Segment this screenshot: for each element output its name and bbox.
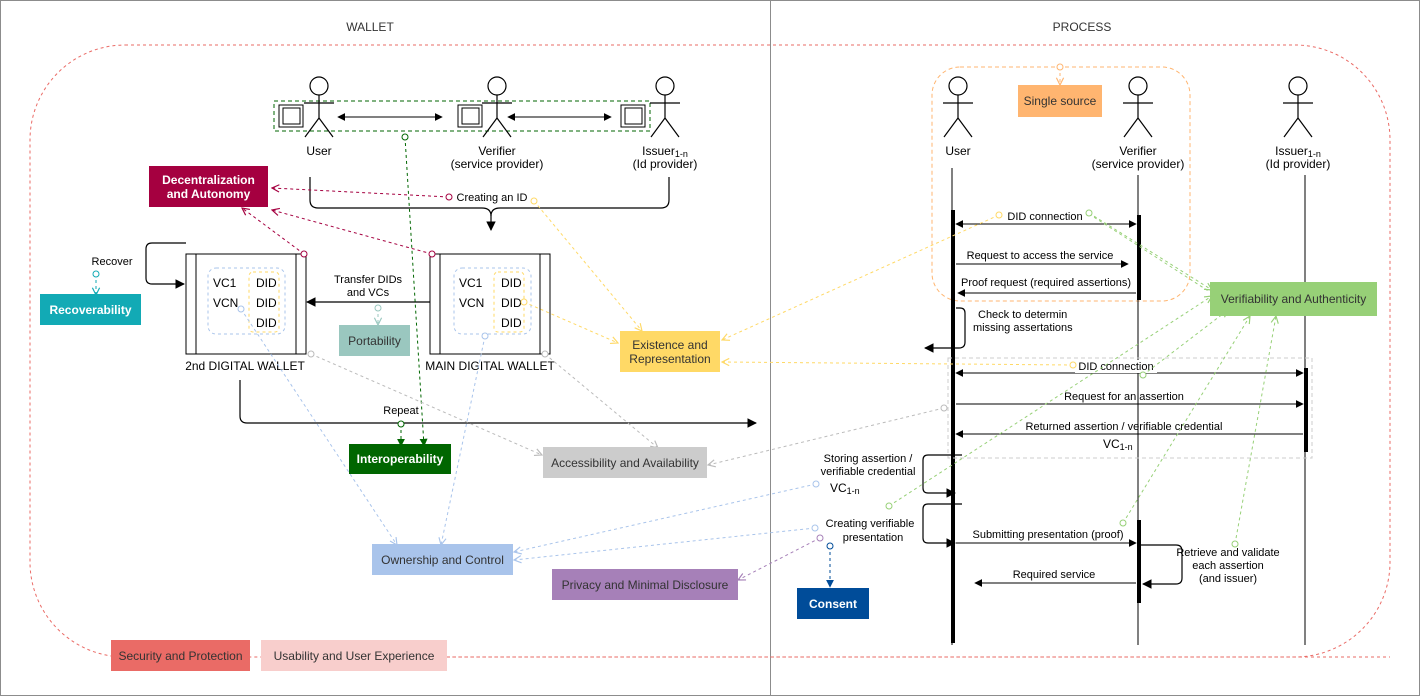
- proof-request-label: Proof request (required assertions): [961, 277, 1131, 289]
- main-wallet-label: MAIN DIGITAL WALLET: [425, 359, 555, 373]
- request-access-label: Request to access the service: [967, 250, 1114, 262]
- interoperability-tag: Interoperability: [349, 444, 451, 474]
- recover-label: Recover: [92, 256, 133, 268]
- did-connection-2-label: DID connection: [1078, 361, 1153, 373]
- did-connection-1-label: DID connection: [1007, 211, 1082, 223]
- main-wallet-vcn: VCN: [459, 296, 484, 310]
- transfer-label-2: and VCs: [347, 287, 390, 299]
- second-wallet-vc1: VC1: [213, 276, 237, 290]
- wallet-panel-title: WALLET: [346, 20, 394, 34]
- repeat-label: Repeat: [383, 405, 418, 417]
- process-panel: [770, 0, 1420, 696]
- transfer-label-1: Transfer DIDs: [334, 274, 403, 286]
- check-label-1: Check to determin: [978, 309, 1067, 321]
- second-wallet: VC1 VCN DID DID DID 2nd DIGITAL WALLET: [185, 253, 307, 373]
- storing-label-1: Storing assertion /: [824, 453, 914, 465]
- second-wallet-did-2: DID: [256, 296, 277, 310]
- process-user-figure: [943, 76, 973, 138]
- wallet-actors-group: User Verifier (service provider) Issuer1…: [273, 76, 698, 171]
- retrieve-label-3: (and issuer): [1199, 573, 1257, 585]
- recover-loop: [145, 242, 186, 289]
- single-source-tag: Single source: [1018, 85, 1102, 117]
- storing-label-2: verifiable credential: [821, 466, 916, 478]
- required-service-label: Required service: [1013, 569, 1096, 581]
- creating-presentation-label-1: Creating verifiable: [826, 518, 915, 530]
- second-wallet-did-1: DID: [256, 276, 277, 290]
- issuer-interaction-box: [947, 357, 1313, 459]
- retrieve-loop: [1141, 544, 1183, 589]
- principle-connectors: [96, 67, 1390, 658]
- retrieve-label-2: each assertion: [1192, 560, 1264, 572]
- creating-presentation-loop: [922, 503, 962, 548]
- wallet-issuer-sublabel: (Id provider): [633, 157, 698, 171]
- wallet-verifier-sublabel: (service provider): [451, 157, 544, 171]
- creating-id-label: Creating an ID: [457, 192, 528, 204]
- creating-presentation-label-2: presentation: [843, 532, 904, 544]
- main-wallet-did-1: DID: [501, 276, 522, 290]
- repeat-arrow: [239, 380, 757, 428]
- process-verifier-figure: [1123, 76, 1153, 138]
- process-issuer-sublabel: (Id provider): [1266, 157, 1331, 171]
- portability-tag: Portability: [339, 325, 410, 356]
- wallet-issuer-figure: [650, 76, 680, 138]
- wallet-verifier-label: Verifier: [478, 144, 515, 158]
- usability-tag: Usability and User Experience: [261, 640, 447, 671]
- retrieve-label-1: Retrieve and validate: [1176, 547, 1279, 559]
- main-wallet-did-2: DID: [501, 296, 522, 310]
- check-loop: [924, 307, 966, 353]
- wallet-user-figure: [304, 76, 334, 138]
- recoverability-tag: Recoverability: [40, 294, 141, 325]
- security-boundary: [29, 44, 1391, 658]
- process-verifier-label: Verifier: [1119, 144, 1156, 158]
- submitting-label: Submitting presentation (proof): [972, 529, 1123, 541]
- main-wallet-did-3: DID: [501, 316, 522, 330]
- process-issuer-figure: [1283, 76, 1313, 138]
- ownership-tag: Ownership and Control: [372, 544, 513, 575]
- storing-loop: [922, 454, 962, 498]
- creating-id-connector: [309, 177, 496, 231]
- second-wallet-vcn: VCN: [213, 296, 238, 310]
- decentralization-tag: Decentralization and Autonomy: [149, 166, 268, 207]
- process-issuer-label: Issuer1-n: [1275, 144, 1321, 159]
- accessibility-tag: Accessibility and Availability: [543, 447, 707, 478]
- returned-assertion-label: Returned assertion / verifiable credenti…: [1026, 421, 1223, 433]
- verifiability-tag: Verifiability and Authenticity: [1210, 282, 1377, 316]
- wallet-issuer-label: Issuer1-n: [642, 144, 688, 159]
- process-verifier-sublabel: (service provider): [1092, 157, 1185, 171]
- main-wallet-vc1: VC1: [459, 276, 483, 290]
- connector-endpoints: [92, 63, 1239, 550]
- existence-tag: Existence and Representation: [620, 331, 720, 372]
- request-assertion-label: Request for an assertion: [1064, 391, 1184, 403]
- process-panel-title: PROCESS: [1053, 20, 1112, 34]
- second-wallet-did-3: DID: [256, 316, 277, 330]
- process-user-label: User: [945, 144, 970, 158]
- wallet-user-label: User: [306, 144, 331, 158]
- wallet-verifier-figure: [482, 76, 512, 138]
- returned-vc-label: VC1-n: [1103, 437, 1133, 452]
- main-wallet: VC1 VCN DID DID DID MAIN DIGITAL WALLET: [425, 253, 555, 373]
- storing-vc-label: VC1-n: [830, 481, 860, 496]
- second-wallet-label: 2nd DIGITAL WALLET: [185, 359, 305, 373]
- privacy-tag: Privacy and Minimal Disclosure: [552, 569, 738, 600]
- check-label-2: missing assertations: [973, 322, 1073, 334]
- consent-tag: Consent: [797, 588, 869, 619]
- security-tag: Security and Protection: [111, 640, 250, 671]
